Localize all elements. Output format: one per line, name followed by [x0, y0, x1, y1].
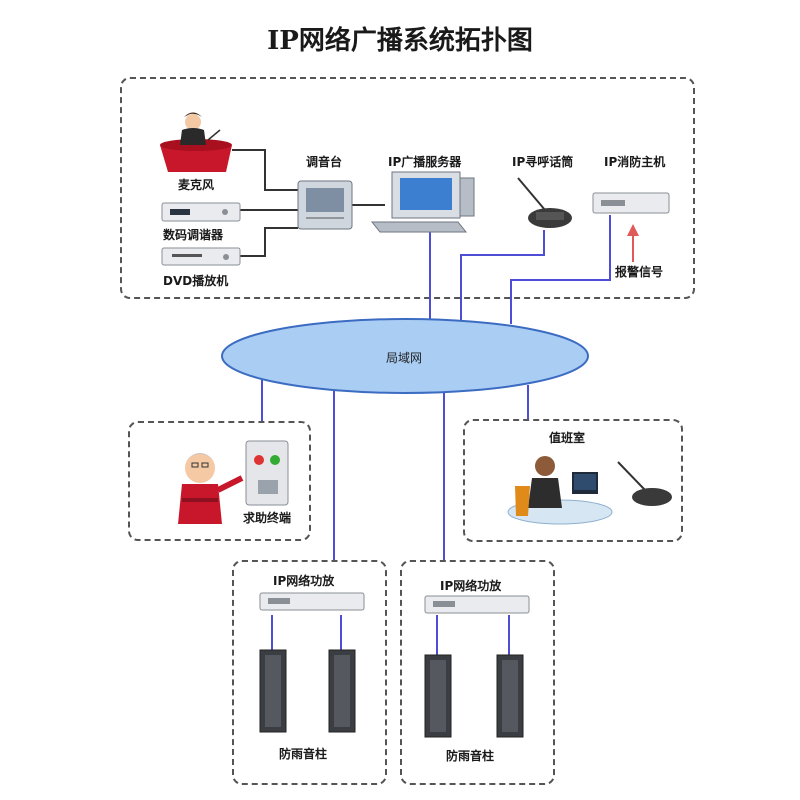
paging-label: IP寻呼话筒 — [512, 155, 574, 169]
duty-room-box — [463, 419, 683, 542]
lan-label: 局域网 — [386, 351, 423, 365]
zone-1-speaker-left-icon — [259, 649, 287, 733]
duty-room-label: 值班室 — [549, 431, 586, 445]
mic-label: 麦克风 — [178, 178, 215, 192]
help-terminal-panel-icon — [245, 440, 289, 506]
zone-1-speaker-right-icon — [328, 649, 356, 733]
paging-microphone-icon — [517, 177, 572, 228]
alarm-label: 报警信号 — [615, 265, 664, 279]
source-group-box — [120, 77, 695, 299]
alarm-arrow — [627, 224, 639, 262]
zone-1-amplifier-icon — [259, 592, 365, 611]
diagram-title: IP网络广播系统拓扑图 — [267, 26, 533, 56]
duty-operator-icon — [507, 456, 613, 525]
dvd-player-icon — [161, 247, 241, 266]
tuner-label: 数码调谐器 — [163, 228, 224, 242]
old-man-icon — [178, 453, 244, 524]
digital-tuner-icon — [161, 202, 241, 222]
lan-cloud — [221, 318, 589, 394]
zone-2-speaker-left-icon — [424, 654, 452, 738]
zone-2-speaker-right-icon — [496, 654, 524, 738]
source-cables — [232, 149, 385, 257]
zone-1-box — [232, 560, 387, 785]
zone-2-box — [400, 560, 555, 785]
zone-1-speaker-label: 防雨音柱 — [279, 747, 328, 761]
fire-host-icon — [592, 192, 670, 214]
mixer-icon — [297, 180, 353, 230]
network-links — [261, 215, 611, 655]
zone-2-amplifier-icon — [424, 595, 530, 614]
help-terminal-box — [128, 421, 311, 541]
fire-host-label: IP消防主机 — [604, 155, 666, 169]
duty-paging-microphone-icon — [617, 461, 672, 506]
broadcast-server-icon — [370, 171, 475, 233]
server-label: IP广播服务器 — [388, 155, 462, 169]
zone-1-amp-label: IP网络功放 — [273, 574, 335, 588]
help-terminal-label: 求助终端 — [243, 511, 292, 525]
podium-microphone-icon — [160, 112, 232, 172]
dvd-label: DVD播放机 — [163, 274, 229, 288]
mixer-label: 调音台 — [306, 155, 343, 169]
zone-2-speaker-label: 防雨音柱 — [446, 749, 495, 763]
zone-2-amp-label: IP网络功放 — [440, 579, 502, 593]
